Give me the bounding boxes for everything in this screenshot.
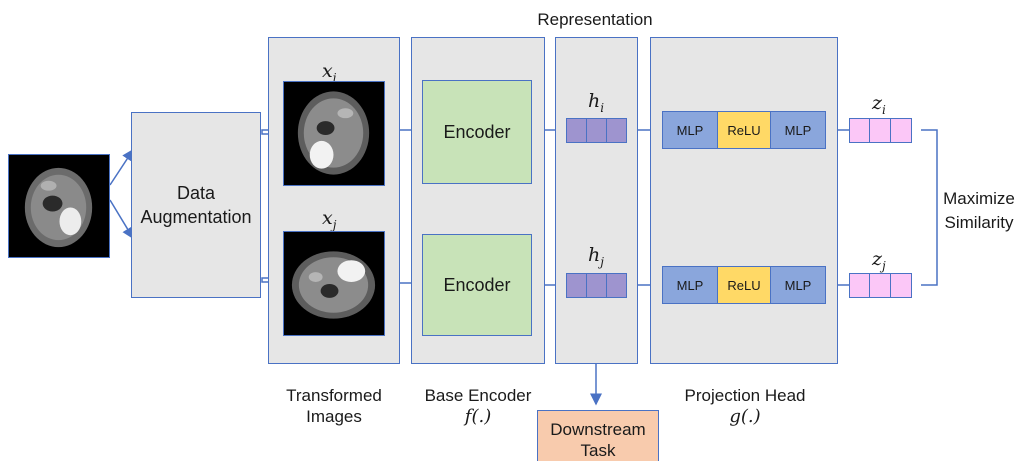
encoder-block-bottom: Encoder bbox=[422, 234, 532, 336]
mlp-block-bottom-right: MLP bbox=[770, 266, 826, 304]
x-i-label: xi bbox=[322, 60, 337, 85]
projection-head-panel bbox=[650, 37, 838, 364]
z-i-vector bbox=[848, 118, 913, 143]
projection-head-label: Projection Head bbox=[684, 386, 806, 405]
maximize-similarity-label: Maximize Similarity bbox=[943, 189, 1015, 232]
transformed-image-j bbox=[283, 231, 385, 336]
input-brain-image bbox=[8, 154, 110, 258]
h-i-vector bbox=[565, 118, 627, 143]
mlp-block-bottom-left: MLP bbox=[662, 266, 718, 304]
z-j-label: zj bbox=[872, 248, 886, 273]
representation-panel bbox=[555, 37, 638, 364]
relu-block-bottom: ReLU bbox=[717, 266, 771, 304]
transformed-images-label: Transformed Images bbox=[286, 386, 382, 426]
projection-head-function: g(.) bbox=[729, 406, 761, 427]
downstream-task-label: Downstream Task bbox=[550, 420, 646, 460]
encoder-block-top: Encoder bbox=[422, 80, 532, 184]
z-i-label: zi bbox=[872, 92, 886, 117]
h-j-vector bbox=[565, 273, 627, 298]
base-encoder-function: f(.) bbox=[464, 406, 492, 427]
x-j-label: xj bbox=[322, 207, 337, 232]
base-encoder-label: Base Encoder bbox=[424, 386, 532, 405]
h-j-label: hj bbox=[588, 244, 604, 269]
mlp-block-top-right: MLP bbox=[770, 111, 826, 149]
representation-title: Representation bbox=[537, 10, 653, 29]
z-j-vector bbox=[848, 273, 913, 298]
data-augmentation-label: Data Augmentation bbox=[140, 183, 252, 227]
relu-block-top: ReLU bbox=[717, 111, 771, 149]
data-augmentation-box: Data Augmentation bbox=[131, 112, 261, 298]
downstream-task-box: Downstream Task bbox=[537, 410, 659, 461]
h-i-label: hi bbox=[588, 90, 605, 115]
transformed-image-i bbox=[283, 81, 385, 186]
mlp-block-top-left: MLP bbox=[662, 111, 718, 149]
